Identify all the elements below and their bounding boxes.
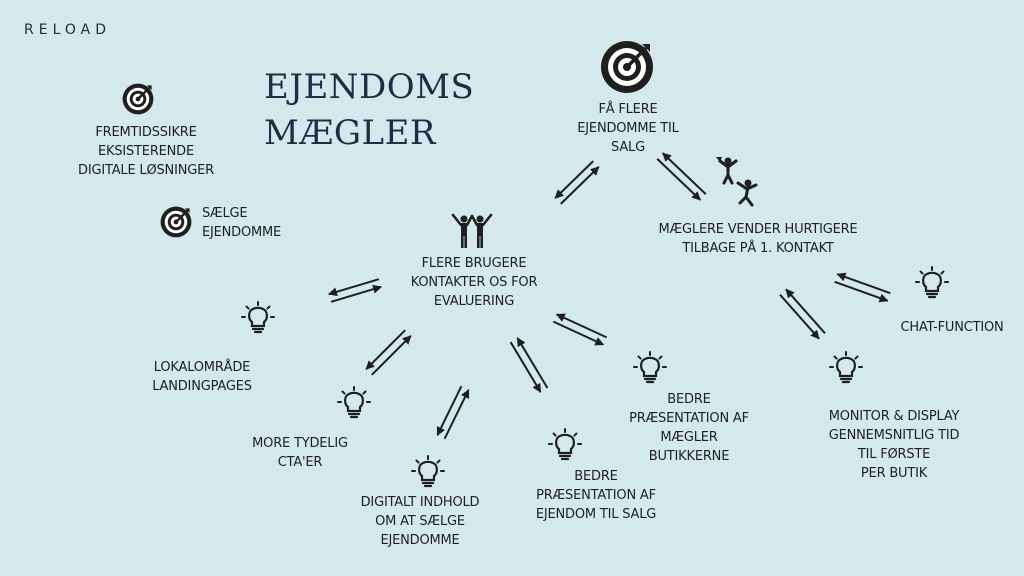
double-arrow-icon [365, 329, 412, 376]
goal-sell-properties: SÆLGE EJENDOMME [202, 206, 282, 240]
arrow-line [371, 335, 412, 376]
arrow-line [662, 152, 707, 195]
double-arrow-icon [327, 278, 383, 303]
lightbulb-icon [410, 454, 446, 488]
lightbulb-icon [547, 427, 583, 461]
jumping-people-icon [716, 157, 758, 207]
target-icon [601, 41, 653, 93]
goal-more-properties: FÅ FLERE EJENDOMME TIL SALG [577, 102, 679, 155]
arrow-line [834, 280, 889, 303]
idea-property-presentation: BEDRE PRÆSENTATION AF EJENDOM TIL SALG [535, 469, 657, 522]
idea-clear-cta: MORE TYDELIG CTA'ER [252, 436, 348, 470]
arrow-line [779, 293, 820, 340]
arrow-line [836, 272, 891, 295]
node-faster-brokers: MÆGLERE VENDER HURTIGERE TILBAGE PÅ 1. K… [658, 222, 858, 256]
double-arrow-icon [554, 160, 600, 205]
arrow-line [443, 388, 470, 440]
lightbulb-icon [240, 300, 276, 334]
target-icon [160, 206, 192, 238]
lightbulb-icon [914, 265, 950, 299]
people-cheer-icon [451, 213, 493, 248]
double-arrow-icon [552, 313, 608, 346]
double-arrow-icon [779, 288, 826, 340]
double-arrow-icon [834, 272, 891, 303]
arrow-line [327, 278, 380, 297]
idea-local-landingpages: LOKALOMRÅDE LANDINGPAGES [152, 360, 252, 394]
arrow-line [656, 158, 701, 201]
double-arrow-icon [509, 337, 549, 393]
target-icon [122, 83, 154, 115]
lightbulb-icon [336, 385, 372, 419]
lightbulb-icon [828, 350, 864, 384]
arrow-line [330, 284, 383, 303]
arrow-line [560, 166, 600, 205]
arrow-line [555, 313, 608, 339]
idea-digital-content: DIGITALT INDHOLD OM AT SÆLGE EJENDOMME [360, 495, 480, 548]
goal-future-proof: FREMTIDSSIKRE EKSISTERENDE DIGITALE LØSN… [78, 125, 214, 178]
double-arrow-icon [656, 152, 707, 201]
idea-chat-function: CHAT-FUNCTION [900, 320, 1004, 335]
node-more-users: FLERE BRUGERE KONTAKTER OS FOR EVALUERIN… [410, 256, 538, 309]
lightbulb-icon [632, 350, 668, 384]
idea-shops-presentation: BEDRE PRÆSENTATION AF MÆGLER BUTIKKERNE [629, 392, 749, 464]
idea-monitor-display: MONITOR & DISPLAY GENNEMSNITLIG TID TIL … [828, 409, 960, 481]
arrow-line [552, 320, 605, 346]
double-arrow-icon [436, 385, 470, 440]
arrow-line [509, 341, 542, 393]
arrow-line [785, 288, 826, 335]
arrow-line [365, 329, 406, 370]
page-title: EJENDOMS MÆGLER [264, 67, 475, 153]
arrow-line [516, 337, 549, 389]
arrow-line [436, 385, 463, 437]
reload-logo: RELOAD [24, 22, 112, 38]
arrow-line [554, 160, 594, 199]
